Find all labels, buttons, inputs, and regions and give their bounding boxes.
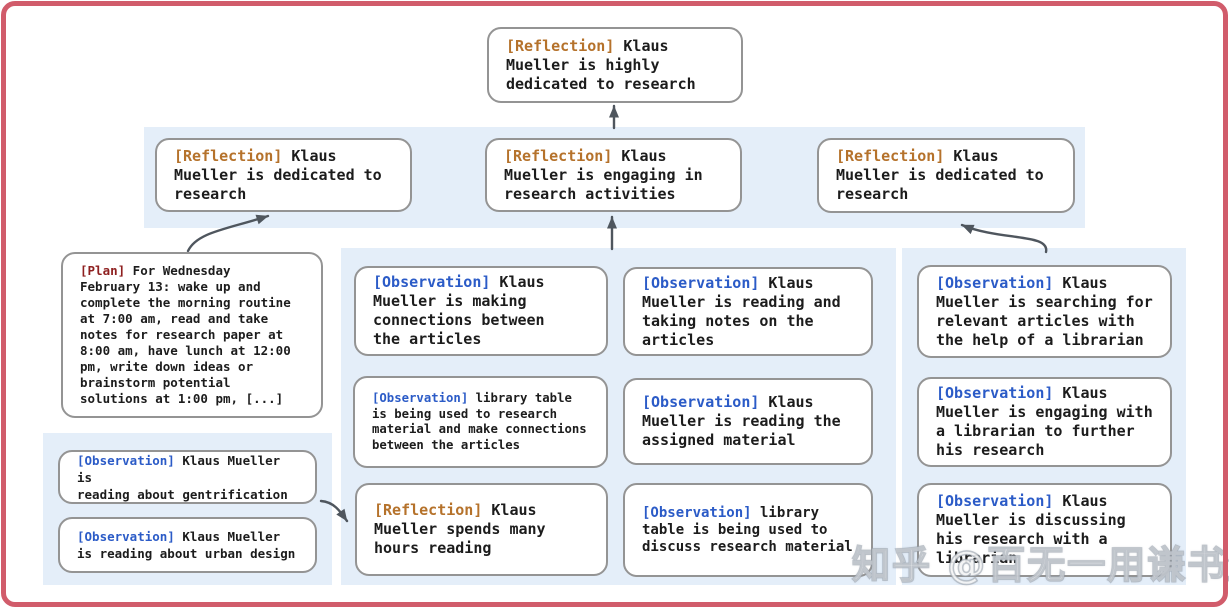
node-text: Klaus Mueller is highly dedicated to res… bbox=[506, 36, 696, 93]
reflection-tag: [Reflection] bbox=[836, 147, 945, 165]
node-text: Klaus Mueller is reading and taking note… bbox=[642, 273, 841, 349]
node-obs-assigned-material: [Observation]Klaus Mueller is reading th… bbox=[623, 378, 873, 465]
observation-tag: [Observation] bbox=[642, 504, 752, 521]
node-obs-library-research: [Observation]library table is being used… bbox=[353, 376, 608, 468]
observation-tag: [Observation] bbox=[642, 273, 760, 292]
node-obs-engaging-librarian: [Observation]Klaus Mueller is engaging w… bbox=[917, 377, 1172, 467]
observation-tag: [Observation] bbox=[936, 492, 1054, 510]
observation-tag: [Observation] bbox=[77, 529, 175, 544]
node-text: Klaus Mueller is making connections betw… bbox=[373, 273, 545, 348]
node-obs-searching-articles: [Observation]Klaus Mueller is searching … bbox=[917, 265, 1172, 358]
node-reflection-mid: [Reflection]Klaus Mueller is engaging in… bbox=[485, 138, 742, 212]
node-text: Klaus Mueller is reading about gentrific… bbox=[77, 452, 288, 502]
node-reflection-left: [Reflection]Klaus Mueller is dedicated t… bbox=[155, 138, 412, 212]
reflection-tag: [Reflection] bbox=[374, 501, 483, 519]
node-text: Klaus Mueller is engaging with a librari… bbox=[936, 384, 1153, 459]
observation-tag: [Observation] bbox=[642, 393, 760, 411]
node-text: Klaus Mueller is reading the assigned ma… bbox=[642, 393, 841, 449]
node-text: For Wednesday February 13: wake up and c… bbox=[80, 263, 291, 406]
reflection-tag: [Reflection] bbox=[506, 36, 615, 55]
observation-tag: [Observation] bbox=[77, 452, 175, 468]
node-obs-connections: [Observation]Klaus Mueller is making con… bbox=[354, 266, 608, 356]
node-text: Klaus Mueller is searching for relevant … bbox=[936, 273, 1153, 349]
observation-tag: [Observation] bbox=[373, 273, 491, 291]
node-text: Klaus Mueller is reading about urban des… bbox=[77, 529, 296, 561]
zhihu-watermark: 知乎 @百无一用谦书生 bbox=[851, 542, 1229, 588]
node-reflection-right: [Reflection]Klaus Mueller is dedicated t… bbox=[817, 138, 1075, 213]
node-text: library table is being used to research … bbox=[372, 391, 587, 452]
observation-tag: [Observation] bbox=[372, 391, 469, 405]
node-obs-urban-design: [Observation]Klaus Mueller is reading ab… bbox=[58, 517, 317, 573]
node-text: library table is being used to discuss r… bbox=[642, 504, 853, 555]
node-text: Klaus Mueller is engaging in research ac… bbox=[504, 146, 703, 203]
node-plan: [Plan]For Wednesday February 13: wake up… bbox=[61, 252, 323, 418]
node-obs-taking-notes: [Observation]Klaus Mueller is reading an… bbox=[623, 267, 873, 356]
node-top-reflection: [Reflection]Klaus Mueller is highly dedi… bbox=[487, 27, 743, 103]
reflection-tag: [Reflection] bbox=[174, 146, 283, 165]
observation-tag: [Observation] bbox=[936, 273, 1054, 292]
node-text: Klaus Mueller is discussing his research… bbox=[936, 492, 1126, 567]
plan-tag: [Plan] bbox=[80, 263, 126, 278]
node-text: Klaus Mueller spends many hours reading bbox=[374, 501, 546, 557]
node-obs-discussing-research: [Observation]Klaus Mueller is discussing… bbox=[917, 483, 1172, 577]
node-reflection-hours: [Reflection]Klaus Mueller spends many ho… bbox=[355, 483, 608, 576]
node-text: Klaus Mueller is dedicated to research bbox=[174, 146, 382, 203]
observation-tag: [Observation] bbox=[936, 384, 1054, 402]
node-obs-gentrification: [Observation]Klaus Mueller is reading ab… bbox=[58, 450, 317, 504]
node-text: Klaus Mueller is dedicated to research bbox=[836, 147, 1044, 203]
reflection-tag: [Reflection] bbox=[504, 146, 613, 165]
node-obs-library-discuss: [Observation]library table is being used… bbox=[623, 483, 873, 577]
